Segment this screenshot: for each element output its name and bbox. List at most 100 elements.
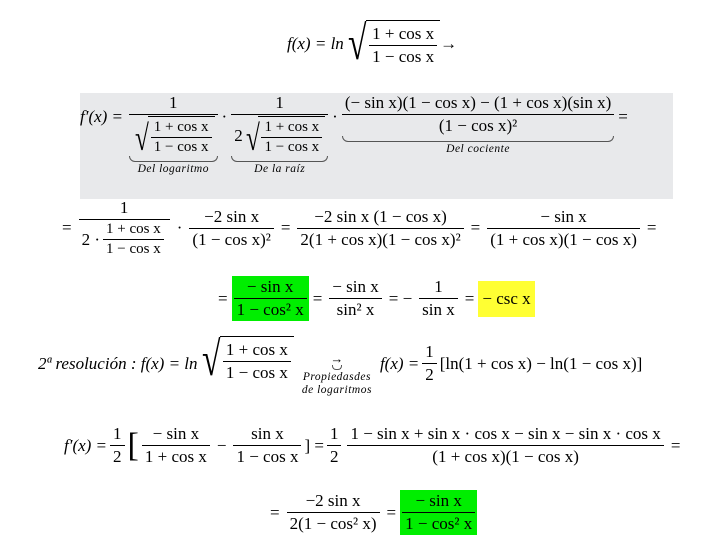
dot-operator: · <box>221 107 228 126</box>
resolution-label: 2ª resolución : f(x) = ln <box>38 354 198 373</box>
arrow-icon: → <box>440 34 458 53</box>
numerator: −2 sin x <box>189 207 274 229</box>
highlighted-fraction: − sin x 1 − cos² x <box>231 276 309 321</box>
fraction: −2 sin x (1 − cos x) 2(1 + cos x)(1 − co… <box>297 207 464 250</box>
log-difference: [ln(1 + cos x) − ln(1 − cos x)] <box>439 354 643 373</box>
derivative-line-3: = − sin x 1 − cos² x = − sin x sin² x = … <box>214 276 535 321</box>
denominator: 2(1 − cos² x) <box>289 514 377 533</box>
fraction: − sin x sin² x <box>329 277 382 320</box>
numerator: 1 + cos x <box>150 119 212 138</box>
denominator: (1 − cos x)² <box>192 229 271 249</box>
numerator: 1 + cos x <box>103 221 164 240</box>
coefficient: 2 <box>234 126 243 145</box>
numerator: − sin x <box>233 277 307 299</box>
fraction: − sin x (1 + cos x)(1 − cos x) <box>487 207 640 250</box>
numerator: −2 sin x (1 − cos x) <box>297 207 464 229</box>
underbrace <box>129 156 218 162</box>
denominator: 1 + cos x <box>144 447 207 466</box>
denominator: 1 − cos x <box>372 47 435 66</box>
numerator: − sin x <box>402 491 476 513</box>
denominator: 2 <box>425 365 434 384</box>
brace-cociente: (− sin x)(1 − cos x) − (1 + cos x)(sin x… <box>341 93 615 155</box>
denominator: 1 − cos² x <box>236 300 304 319</box>
highlight-box <box>80 93 673 199</box>
brace-label: Propiedasdes <box>302 371 371 383</box>
dot-operator: · <box>332 107 338 126</box>
derivative-second-result: = −2 sin x 2(1 − cos² x) = − sin x 1 − c… <box>266 490 478 535</box>
equals: = <box>386 502 397 522</box>
coefficient: 2 · <box>81 229 101 249</box>
numerator: 1 <box>422 342 437 364</box>
fraction: 1 sin x <box>419 277 458 320</box>
lhs: f′(x) = <box>64 435 108 455</box>
equals: = <box>470 218 481 237</box>
brace-label: Del cociente <box>446 143 510 155</box>
derivative-line-1: f′(x) = 1 √ 1 + cos x 1 − cos x Del loga… <box>80 93 632 175</box>
highlighted-fraction: − sin x 1 − cos² x <box>400 490 478 535</box>
numerator: sin x <box>233 424 302 446</box>
second-resolution: 2ª resolución : f(x) = ln √ 1 + cos x 1 … <box>38 336 643 397</box>
numerator: 1 <box>231 93 329 115</box>
denominator: (1 + cos x)(1 − cos x) <box>490 229 637 249</box>
minus: − <box>216 435 227 455</box>
denominator: 2(1 + cos x)(1 − cos x)² <box>300 229 461 249</box>
numerator: 1 <box>419 277 458 299</box>
numerator: − sin x <box>329 277 382 299</box>
denominator: 1 − cos x <box>225 363 288 382</box>
derivative-line-2: = 1 2 · 1 + cos x 1 − cos x · −2 sin x (… <box>58 198 661 258</box>
square-root: √ 1 + cos x 1 − cos x <box>344 20 441 68</box>
fraction: −2 sin x 2(1 − cos² x) <box>286 491 380 534</box>
denominator: 2 <box>329 447 339 466</box>
derivative-second-method: f′(x) = 1 2 [ − sin x 1 + cos x − sin x … <box>64 424 684 467</box>
denominator: (1 − cos x)² <box>438 116 518 135</box>
denominator: 1 − cos² x <box>405 514 473 533</box>
denominator: 1 − cos x <box>264 139 320 155</box>
brace-label: Del logaritmo <box>137 163 209 175</box>
numerator: 1 + cos x <box>261 119 323 138</box>
numerator: 1 − sin x + sin x · cos x − sin x − sin … <box>347 424 664 446</box>
numerator: 1 <box>110 424 125 446</box>
numerator: −2 sin x <box>286 491 380 513</box>
equals: = <box>646 218 657 237</box>
equals-minus: = − <box>388 288 413 308</box>
numerator: 1 + cos x <box>222 340 291 362</box>
final-result: − csc x <box>478 280 535 317</box>
denominator: 1 − cos x <box>153 139 209 155</box>
right-bracket-equals: ] = <box>304 435 324 455</box>
numerator: − sin x <box>487 207 640 229</box>
numerator: 1 + cos x <box>369 24 438 46</box>
function-definition: f(x) = ln √ 1 + cos x 1 − cos x → <box>287 20 457 68</box>
equals: = <box>62 218 72 237</box>
fraction: 1 2 <box>326 424 342 467</box>
lhs: f(x) = ln <box>287 34 344 53</box>
fraction: 1 2 <box>110 424 125 467</box>
denominator: sin x <box>422 300 455 319</box>
fraction: 1 2 <box>422 342 437 385</box>
brace-label: de logaritmos <box>301 384 372 396</box>
denominator: 1 − cos x <box>236 447 299 466</box>
equals: = <box>670 435 681 455</box>
equals: = <box>270 502 280 522</box>
rhs-lhs: f(x) = <box>379 354 420 373</box>
numerator: 1 <box>78 198 170 220</box>
dot-operator: · <box>176 218 183 237</box>
denominator: (1 + cos x)(1 − cos x) <box>432 447 579 466</box>
fraction: 1 − sin x + sin x · cos x − sin x − sin … <box>347 424 664 467</box>
denominator: 2 <box>113 447 122 466</box>
fraction: 1 + cos x 1 − cos x <box>369 24 438 67</box>
denominator: sin² x <box>336 300 375 319</box>
brace-logaritmo: 1 √ 1 + cos x 1 − cos x Del logaritmo <box>129 93 218 175</box>
fraction: − sin x 1 + cos x <box>141 424 210 467</box>
numerator: 1 <box>326 424 342 446</box>
numerator: − sin x <box>141 424 210 446</box>
radical-sign: √ <box>134 118 149 158</box>
equals: = <box>218 288 228 308</box>
equals: = <box>618 107 628 126</box>
equals: = <box>312 288 323 308</box>
numerator: 1 <box>129 93 218 115</box>
lhs: f′(x) = <box>80 107 124 126</box>
numerator: (− sin x)(1 − cos x) − (1 + cos x)(sin x… <box>341 93 615 115</box>
left-bracket: [ <box>127 426 139 464</box>
brace-raiz: 1 2√ 1 + cos x 1 − cos x De la raíz <box>231 93 329 175</box>
